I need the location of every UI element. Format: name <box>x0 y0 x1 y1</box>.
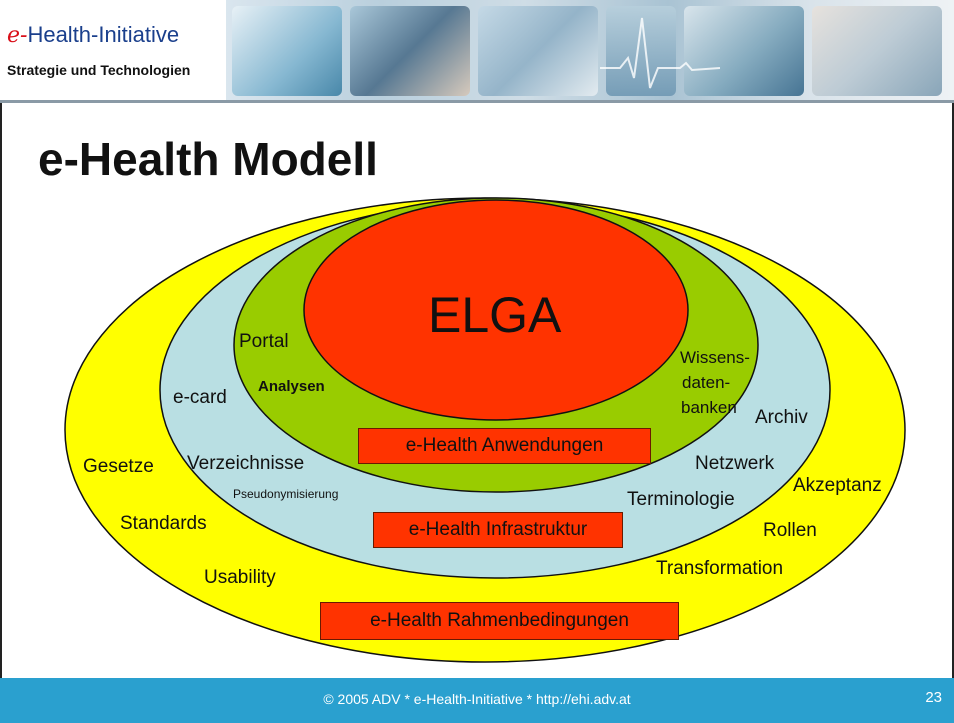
label-portal: Portal <box>239 331 289 352</box>
label-rollen: Rollen <box>763 520 817 541</box>
label-wissens-3: banken <box>681 398 737 417</box>
label-analysen: Analysen <box>258 378 325 395</box>
label-akzeptanz: Akzeptanz <box>793 475 882 496</box>
footer-bar: © 2005 ADV * e-Health-Initiative * http:… <box>0 678 954 723</box>
label-usability: Usability <box>204 567 276 588</box>
logo-title-text: Health-Initiative <box>27 22 180 47</box>
page-title: e-Health Modell <box>38 133 378 185</box>
core-ellipse-elga <box>303 199 689 421</box>
box-infrastruktur: e-Health Infrastruktur <box>373 512 623 548</box>
label-ecard: e-card <box>173 387 227 408</box>
label-verzeichnisse: Verzeichnisse <box>187 453 305 474</box>
box-anwendungen: e-Health Anwendungen <box>358 428 651 464</box>
label-wissens-1: Wissens- <box>680 348 750 367</box>
header-banner: e-Health-Initiative Strategie und Techno… <box>0 0 954 103</box>
footer-copyright: © 2005 ADV * e-Health-Initiative * http:… <box>323 691 631 707</box>
banner-photo <box>478 6 598 96</box>
ecg-line-icon <box>600 17 720 89</box>
label-netzwerk: Netzwerk <box>695 453 775 474</box>
label-terminologie: Terminologie <box>627 489 735 510</box>
banner-photo <box>684 6 804 96</box>
label-standards: Standards <box>120 513 207 534</box>
logo-prefix: e- <box>7 23 28 48</box>
page-number: 23 <box>925 689 942 706</box>
label-pseudonymisierung: Pseudonymisierung <box>233 487 339 501</box>
banner-photo <box>232 6 342 96</box>
label-wissens-2: daten- <box>682 373 731 392</box>
elga-label: ELGA <box>428 287 562 343</box>
logo: e-Health-Initiative Strategie und Techno… <box>0 0 226 100</box>
header-divider <box>0 100 954 103</box>
label-archiv: Archiv <box>755 407 808 428</box>
label-transformation: Transformation <box>656 558 784 579</box>
banner-photo <box>350 6 470 96</box>
banner-photo <box>812 6 942 96</box>
box-rahmenbedingungen: e-Health Rahmenbedingungen <box>320 602 679 640</box>
label-gesetze: Gesetze <box>83 456 154 477</box>
logo-subtitle: Strategie und Technologien <box>7 62 191 78</box>
logo-title: e-Health-Initiative <box>7 22 179 48</box>
